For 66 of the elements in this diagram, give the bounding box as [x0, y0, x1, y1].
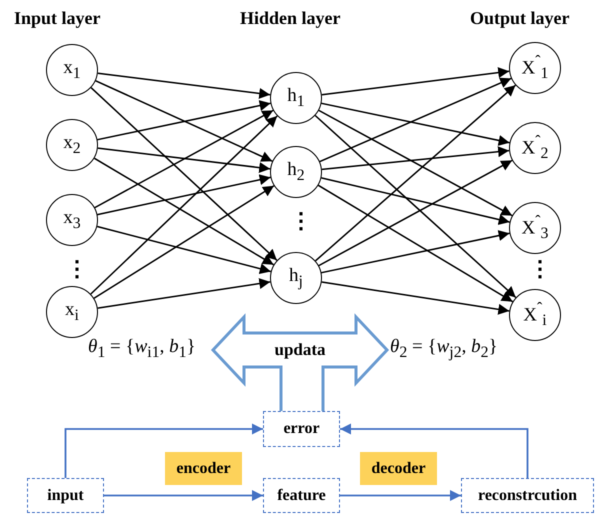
box-label: encoder — [176, 460, 231, 476]
ellipsis-dots: ⋮ — [290, 208, 312, 234]
arrow — [94, 110, 274, 208]
arrow — [318, 184, 514, 302]
arrow — [94, 185, 274, 299]
neuron-circle — [46, 119, 98, 171]
arrow — [95, 80, 273, 162]
parameter-formula: θ$_{2}$ = {w$_{j2}$, b$_{2}$} — [390, 336, 498, 362]
neuron-label: x$_{3}$ — [63, 208, 81, 232]
box-label: error — [283, 421, 320, 437]
arrow — [90, 87, 278, 261]
arrow — [314, 114, 516, 298]
arrow — [90, 115, 278, 295]
stage-label — [165, 452, 242, 485]
neuron-label: h$_{j}$ — [289, 266, 303, 290]
box-label: decoder — [371, 460, 426, 476]
arrow — [97, 226, 271, 274]
layer-heading: Input layer — [14, 8, 101, 29]
neuron-circle — [46, 194, 98, 246]
arrow — [97, 174, 271, 216]
arrow — [98, 72, 270, 99]
ellipsis-dots: ⋮ — [66, 256, 88, 282]
arrow — [318, 110, 513, 216]
layer-heading: Hidden layer — [240, 8, 341, 29]
neuron-label: h$_{1}$ — [287, 86, 305, 110]
process-box — [461, 478, 594, 513]
box-label: reconstrcution — [478, 488, 577, 504]
arrow — [98, 147, 270, 174]
box-label: feature — [277, 488, 326, 504]
parameter-formula: θ$_{1}$ = {w$_{i1}$, b$_{1}$} — [88, 336, 196, 362]
neuron-label: x$_{2}$ — [63, 133, 81, 157]
process-box — [263, 478, 340, 513]
layer-heading: Output layer — [470, 8, 570, 29]
box-label: input — [47, 488, 84, 504]
neuron-circle — [270, 146, 322, 198]
arrow — [318, 160, 513, 266]
arrow — [322, 67, 510, 96]
arrow — [320, 78, 512, 162]
neuron-circle — [509, 202, 561, 254]
arrow — [322, 281, 510, 315]
arrow — [340, 490, 461, 501]
stage-label — [360, 452, 437, 485]
arrow — [340, 424, 528, 478]
neuron-circle — [509, 122, 561, 174]
arrow — [64, 424, 263, 478]
arrow — [104, 490, 263, 501]
arrow — [315, 84, 516, 262]
arrow — [321, 230, 510, 274]
arrow — [321, 102, 510, 146]
neuron-circle — [46, 286, 98, 338]
arrow — [98, 278, 270, 309]
process-box — [263, 411, 340, 447]
neuron-circle — [270, 252, 322, 304]
neuron-circle — [509, 289, 561, 341]
neuron-label: h$_{2}$ — [287, 160, 305, 184]
neuron-circle — [509, 42, 561, 94]
arrow — [322, 146, 510, 170]
neuron-label: x$_{1}$ — [63, 58, 81, 82]
arrow — [321, 177, 510, 225]
neuron-label: x$_{i}$ — [65, 300, 79, 324]
process-box — [27, 478, 104, 513]
arrow — [94, 158, 274, 266]
arrow — [97, 100, 271, 140]
ellipsis-dots: ⋮ — [529, 256, 551, 282]
neuron-circle — [46, 44, 98, 96]
neuron-circle — [270, 72, 322, 124]
